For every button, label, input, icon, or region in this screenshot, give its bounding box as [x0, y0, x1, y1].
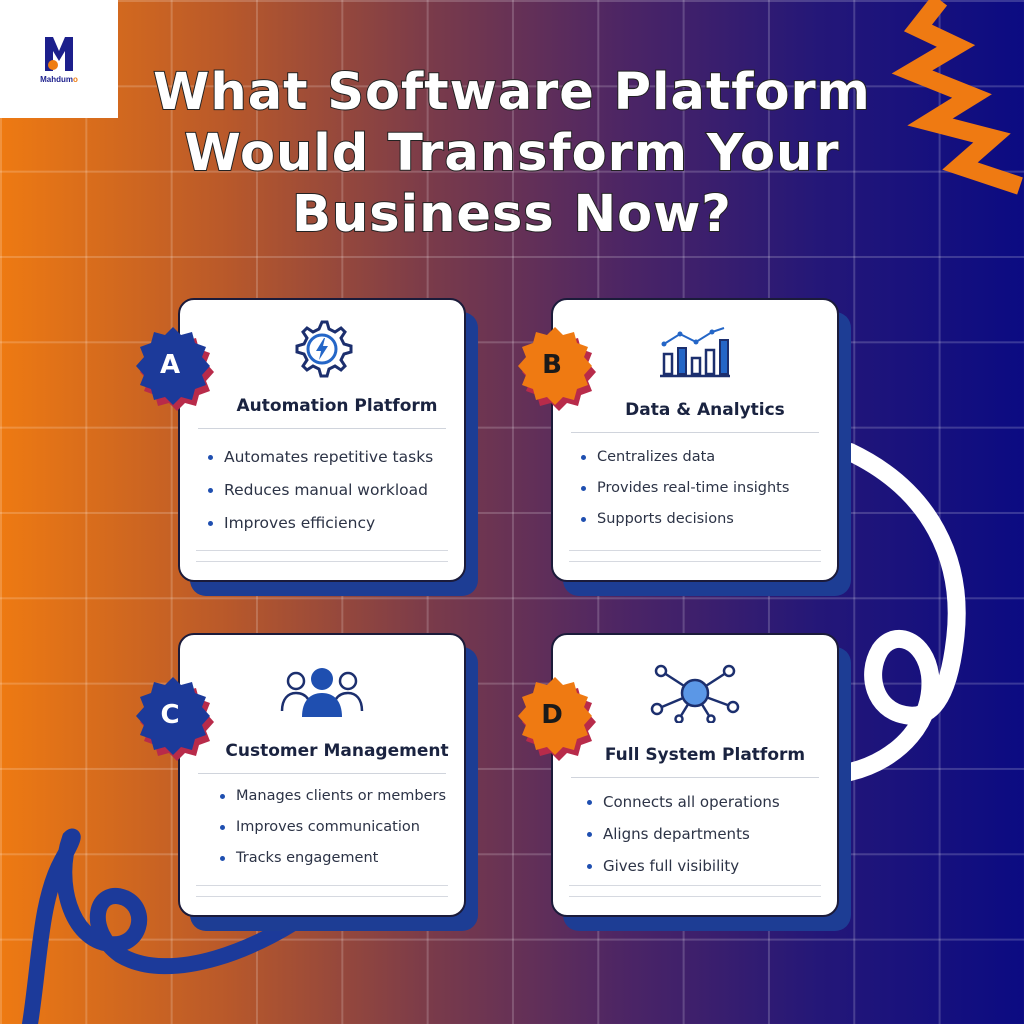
card-footer-lines: [196, 550, 448, 562]
card-title: Automation Platform: [236, 396, 438, 416]
card-divider: [571, 777, 819, 778]
badge-letter: B: [542, 350, 562, 380]
bar-chart-icon: [660, 327, 730, 378]
network-nodes-icon: [650, 664, 740, 723]
brand-logo: Mahdumo: [0, 0, 118, 118]
card-title: Customer Management: [225, 741, 449, 761]
bullet-item: Supports decisions: [579, 508, 827, 539]
badge-seal-icon: [136, 327, 214, 411]
card-bullets: Automates repetitive tasks Reduces manua…: [206, 446, 454, 545]
badge-seal-icon: [518, 677, 596, 761]
badge-seal-icon: [136, 677, 214, 761]
option-card-c[interactable]: Customer Management Manages clients or m…: [178, 633, 478, 931]
card-body: Customer Management Manages clients or m…: [178, 633, 466, 917]
zigzag-decoration: [891, 0, 1023, 195]
badge-letter: A: [159, 350, 181, 380]
badge-d: D: [510, 673, 600, 763]
card-body: Full System Platform Connects all operat…: [551, 633, 839, 917]
bullet-item: Centralizes data: [579, 446, 827, 477]
title-line-1: What Software Platform: [152, 62, 871, 123]
brand-name: Mahdumo: [40, 74, 78, 84]
blue-loop-decoration: [22, 828, 328, 1024]
bullet-item: Reduces manual workload: [206, 479, 454, 512]
card-footer-lines: [569, 550, 821, 562]
users-icon: [280, 668, 364, 717]
card-bullets: Centralizes data Provides real-time insi…: [579, 446, 827, 539]
card-body: Data & Analytics Centralizes data Provid…: [551, 298, 839, 582]
card-bullets: Connects all operations Aligns departmen…: [585, 791, 827, 887]
page-title: What Software Platform Would Transform Y…: [0, 62, 1024, 245]
bullet-item: Manages clients or members: [218, 785, 454, 816]
title-line-3: Business Now?: [291, 184, 732, 245]
bullet-item: Improves communication: [218, 816, 454, 847]
option-card-d[interactable]: Full System Platform Connects all operat…: [551, 633, 851, 931]
bullet-item: Gives full visibility: [585, 855, 827, 887]
bullet-item: Tracks engagement: [218, 847, 454, 878]
card-divider: [198, 428, 446, 429]
badge-letter: D: [541, 700, 563, 730]
gear-lightning-icon: [295, 320, 353, 378]
option-card-a[interactable]: Automation Platform Automates repetitive…: [178, 298, 478, 596]
card-bullets: Manages clients or members Improves comm…: [218, 785, 454, 878]
bullet-item: Automates repetitive tasks: [206, 446, 454, 479]
badge-a: A: [128, 323, 218, 413]
badge-c: C: [128, 673, 218, 763]
card-divider: [571, 432, 819, 433]
bullet-item: Aligns departments: [585, 823, 827, 855]
bullet-item: Provides real-time insights: [579, 477, 827, 508]
card-title: Full System Platform: [604, 745, 806, 765]
bullet-item: Improves efficiency: [206, 512, 454, 545]
card-title: Data & Analytics: [625, 400, 785, 420]
bullet-item: Connects all operations: [585, 791, 827, 823]
card-body: Automation Platform Automates repetitive…: [178, 298, 466, 582]
badge-letter: C: [160, 700, 180, 730]
option-card-b[interactable]: Data & Analytics Centralizes data Provid…: [551, 298, 851, 596]
white-loop-decoration: [841, 443, 966, 781]
title-line-2: Would Transform Your: [184, 123, 840, 184]
card-footer-lines: [196, 885, 448, 897]
brand-m-icon: [45, 36, 73, 71]
badge-seal-icon: [518, 327, 596, 411]
badge-b: B: [510, 323, 600, 413]
card-footer-lines: [569, 885, 821, 897]
card-divider: [198, 773, 446, 774]
